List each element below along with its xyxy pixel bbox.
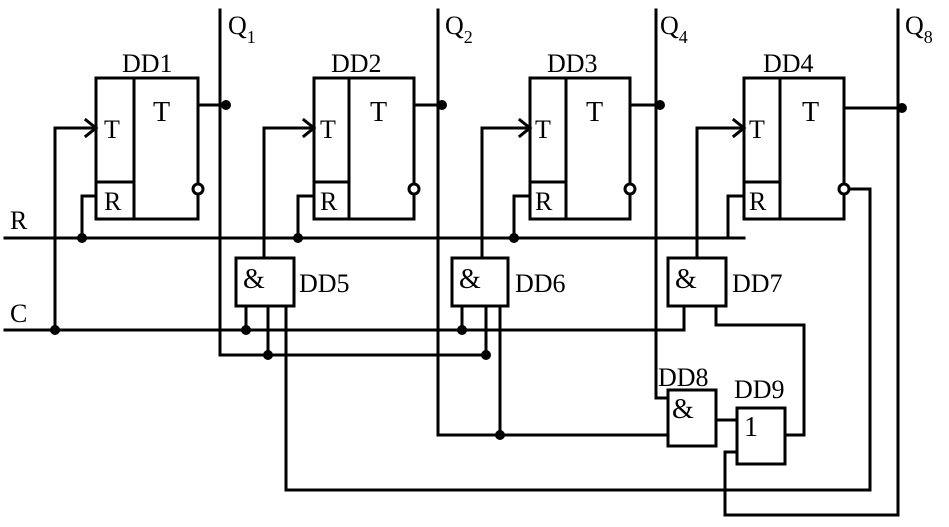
flipflop-dd4-name: DD4 xyxy=(763,49,814,78)
flipflop-dd1-name: DD1 xyxy=(122,49,173,78)
output-q8-label: Q8 xyxy=(905,11,933,47)
gate-dd7-symbol: & xyxy=(675,264,697,295)
gate-dd8: & DD8 xyxy=(658,363,718,448)
flipflop-dd3-body xyxy=(528,76,632,221)
flipflop-dd4-function: T xyxy=(802,97,819,128)
flipflop-dd1-function: T xyxy=(153,97,170,128)
gate-dd5-symbol: & xyxy=(243,264,265,295)
flipflop-dd1-inverted-output xyxy=(191,182,205,196)
q4-line xyxy=(654,8,670,400)
q8-line xyxy=(723,8,900,517)
gate-dd6: & DD6 xyxy=(450,256,566,308)
gate-dd9-symbol: 1 xyxy=(744,412,758,443)
gate-dd9-name: DD9 xyxy=(734,375,785,404)
gate-dd8-body xyxy=(666,388,718,448)
flipflop-dd2-function: T xyxy=(370,97,387,128)
flipflop-dd3-r-input: R xyxy=(535,187,553,216)
flipflop-dd2-r-input: R xyxy=(320,187,338,216)
clock-input-label: C xyxy=(10,299,27,328)
output-q1-label: Q1 xyxy=(228,11,256,47)
flipflop-dd3: DD3 T R T xyxy=(528,49,637,221)
flipflop-dd3-function: T xyxy=(586,97,603,128)
junctions xyxy=(50,100,907,440)
flipflop-dd1-r-input: R xyxy=(104,187,122,216)
gate-dd8-name: DD8 xyxy=(658,363,709,392)
output-q2-label: Q2 xyxy=(445,11,473,47)
flipflop-dd2-body xyxy=(312,76,416,221)
gate-dd8-symbol: & xyxy=(672,394,694,425)
gate-dd9: 1 DD9 xyxy=(734,375,787,466)
flipflop-dd2-name: DD2 xyxy=(331,49,382,78)
gate-dd6-symbol: & xyxy=(459,264,481,295)
flipflop-dd2-inverted-output xyxy=(407,182,421,196)
flipflop-dd3-inverted-output xyxy=(623,182,637,196)
flipflop-dd4: DD4 T R T xyxy=(742,49,851,221)
output-q4-label: Q4 xyxy=(660,11,688,47)
flipflop-dd1: DD1 T R T xyxy=(94,49,205,221)
flipflop-dd2: DD2 T R T xyxy=(312,49,421,221)
flipflop-dd1-body xyxy=(94,76,200,221)
gate-dd5-body xyxy=(234,256,296,308)
flipflop-dd1-t-input: T xyxy=(104,115,120,144)
reset-input-label: R xyxy=(10,206,28,235)
flipflop-dd3-name: DD3 xyxy=(547,49,598,78)
gate-dd5: & DD5 xyxy=(234,256,350,308)
gate-dd7: & DD7 xyxy=(666,256,783,308)
flipflop-dd3-t-input: T xyxy=(535,115,551,144)
gate-dd6-body xyxy=(450,256,510,308)
gate-dd7-name: DD7 xyxy=(732,269,783,298)
gate-dd5-name: DD5 xyxy=(299,269,350,298)
gate-dd6-name: DD6 xyxy=(515,269,566,298)
flipflop-dd2-t-input: T xyxy=(320,115,336,144)
flipflop-dd4-r-input: R xyxy=(749,187,767,216)
flipflop-dd4-body xyxy=(742,76,846,221)
wiring xyxy=(3,8,900,517)
flipflop-dd4-t-input: T xyxy=(749,115,765,144)
